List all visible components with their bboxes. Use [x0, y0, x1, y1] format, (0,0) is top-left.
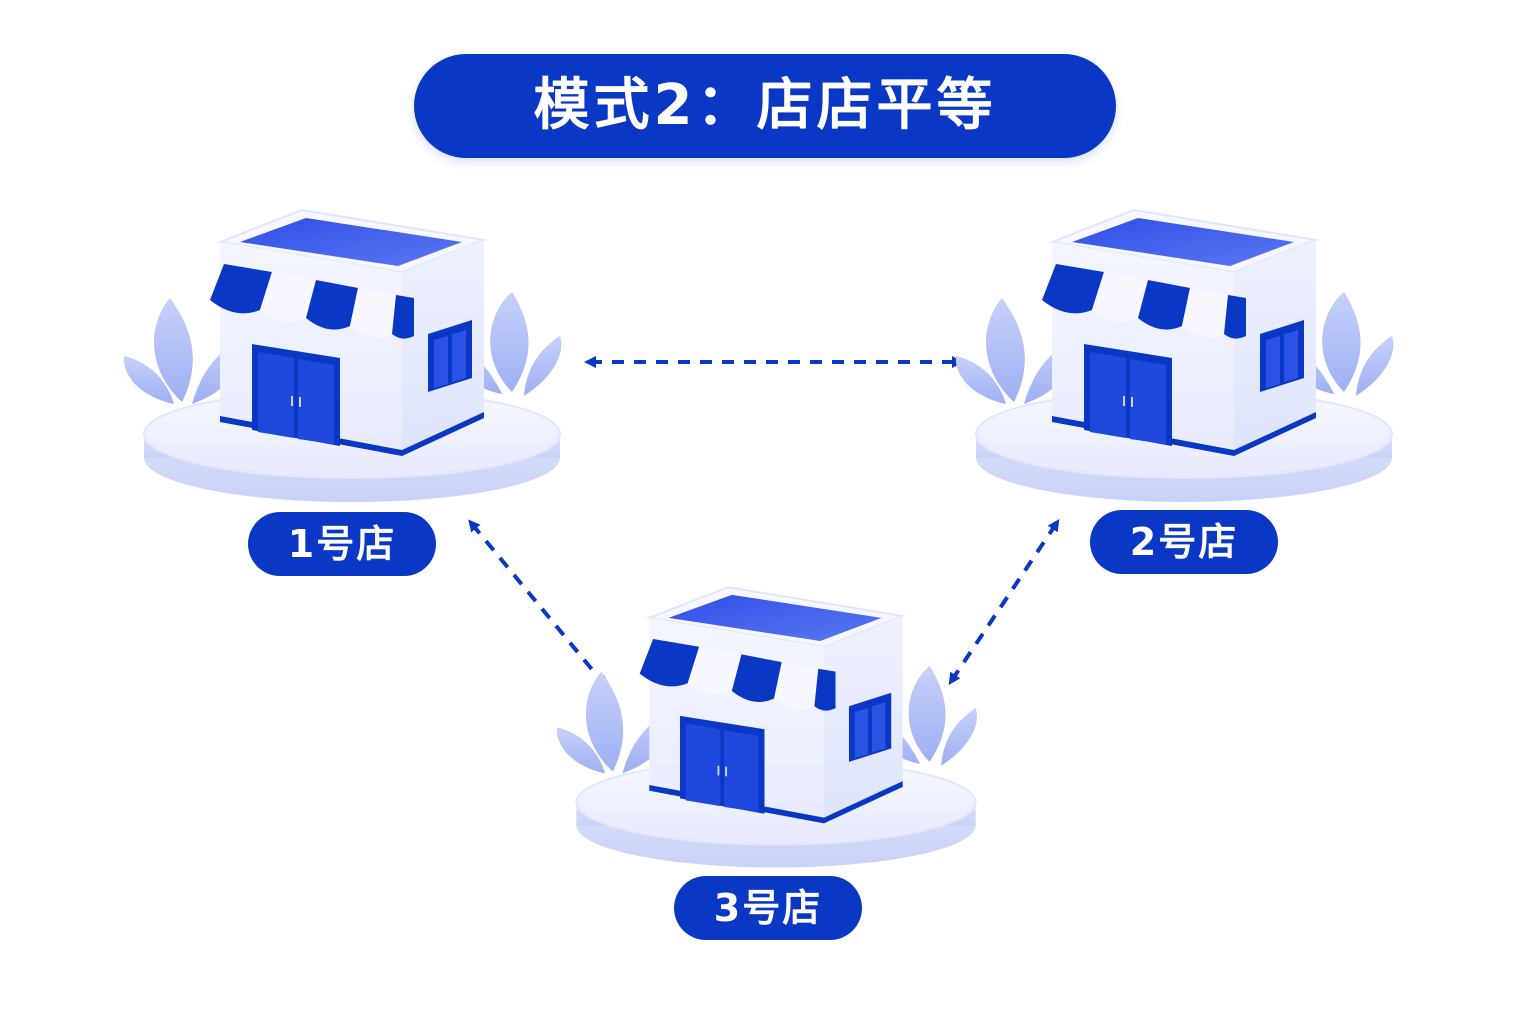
connection-2-3 [948, 519, 1060, 685]
store-label-3: 3号店 [674, 876, 862, 940]
store-label-2: 2号店 [1090, 510, 1278, 574]
store-label-text: 1号店 [287, 522, 397, 566]
title-banner: 模式2：店店平等 [414, 54, 1116, 158]
connection-1-3 [468, 519, 608, 689]
connections [468, 356, 1060, 689]
store-2-icon [954, 209, 1395, 503]
store-label-1: 1号店 [248, 512, 436, 576]
store-label-text: 2号店 [1129, 520, 1239, 564]
store-3-icon [556, 586, 978, 869]
store-1-icon [122, 209, 563, 503]
page-title: 模式2：店店平等 [533, 73, 997, 138]
store-label-text: 3号店 [713, 886, 823, 930]
